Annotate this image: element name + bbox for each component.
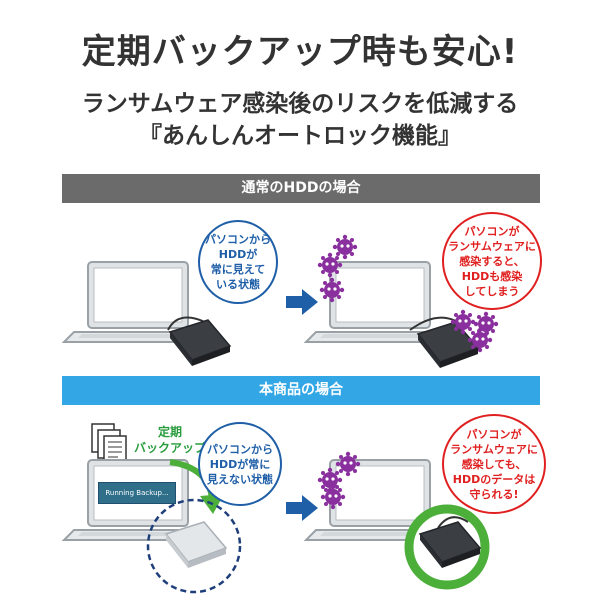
section-band-this-product: 本商品の場合 — [62, 376, 540, 405]
subtitle-line-2: 『あんしんオートロック機能』 — [139, 123, 461, 149]
backup-label: 定期 バックアップ — [133, 425, 206, 455]
virus-icon — [332, 234, 358, 260]
main-title: 定期バックアップ時も安心! — [81, 32, 519, 72]
hdd-product-locked — [165, 521, 227, 569]
bubble-text: パソコンから HDDが 常に見えて いる状態 — [205, 233, 271, 291]
speech-bubble-normal-left: パソコンから HDDが 常に見えて いる状態 — [198, 220, 278, 304]
backup-screen-banner: Running Backup... — [98, 482, 176, 504]
speech-bubble-normal-right: パソコンが ランサムウェアに 感染すると、 HDDも感染 してしまう — [442, 212, 542, 310]
speech-bubble-product-right: パソコンが ランサムウェアに 感染しても、 HDDのデータは 守られる! — [442, 414, 546, 514]
dashed-circle — [146, 498, 242, 594]
speech-bubble-product-left: パソコンから HDDが常に 見えない状態 — [198, 422, 282, 506]
document-stack-icon — [91, 423, 127, 465]
bubble-text: パソコンから HDDが常に 見えない状態 — [207, 442, 273, 486]
arrow-right-icon — [286, 289, 318, 315]
cable-normal-left — [167, 316, 206, 331]
bubble-text: パソコンが ランサムウェアに 感染すると、 HDDも感染 してしまう — [448, 224, 536, 298]
bubble-text: パソコンが ランサムウェアに 感染しても、 HDDのデータは 守られる! — [450, 427, 538, 501]
section-band-normal-hdd: 通常のHDDの場合 — [62, 174, 540, 203]
subtitle-line-1: ランサムウェア感染後のリスクを低減する — [81, 91, 519, 117]
cable-product-right — [437, 516, 469, 529]
arrow-right-icon — [286, 495, 318, 521]
